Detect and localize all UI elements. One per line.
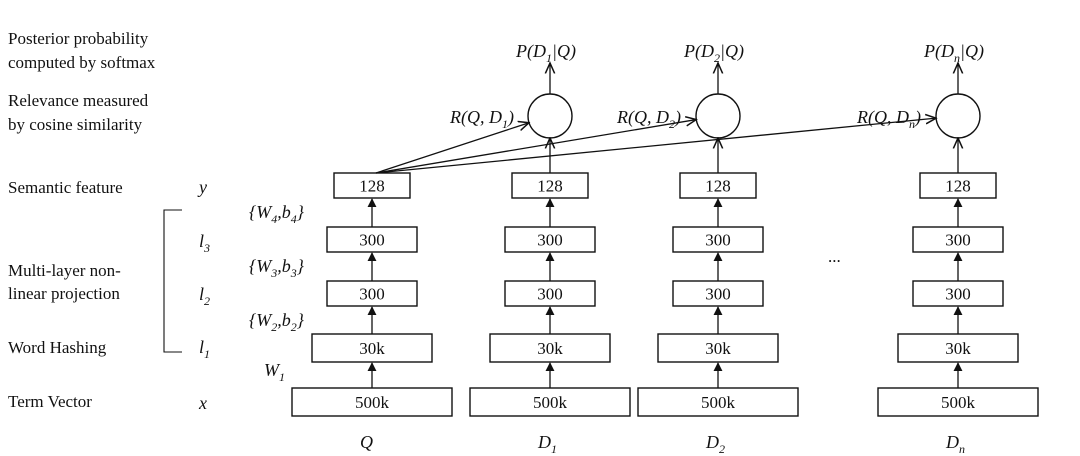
layer-box-term-q: [291, 387, 453, 417]
symbol-x: x: [198, 393, 207, 413]
layer-size-l3-d1: 300: [537, 231, 563, 250]
layer-size-l1-q: 30k: [359, 339, 385, 358]
layer-box-l2-q: [326, 280, 418, 307]
relevance-label-line1: Relevance measured: [8, 91, 149, 110]
cosine-node-d1: [527, 93, 573, 139]
weight-w3-b3: {W3,b3}: [249, 256, 305, 280]
posterior-label-d1: P(D1|Q): [515, 41, 576, 65]
query-to-cosine-dn: [375, 118, 936, 174]
layer-box-l1-q: [311, 333, 433, 363]
relevance-label-d1: R(Q, D1): [449, 107, 514, 131]
layer-box-l1-d1: [489, 333, 611, 363]
posterior-label-line2: computed by softmax: [8, 53, 156, 72]
layer-size-semantic-d2: 128: [705, 177, 731, 196]
semantic-feature-label: Semantic feature: [8, 178, 123, 197]
layer-size-l2-q: 300: [359, 285, 385, 304]
symbol-l2: l2: [199, 284, 210, 308]
layer-box-l3-dn: [912, 226, 1004, 253]
posterior-label-dn: P(Dn|Q): [923, 41, 984, 65]
column-label-d2: D2: [705, 432, 725, 456]
layer-size-l1-d2: 30k: [705, 339, 731, 358]
layer-box-l1-dn: [897, 333, 1019, 363]
layer-size-l3-d2: 300: [705, 231, 731, 250]
column-d1: 128 300 300 30k 500k: [469, 63, 631, 417]
layer-size-term-d1: 500k: [533, 393, 568, 412]
symbol-y: y: [197, 177, 207, 197]
query-to-cosine-d2: [375, 120, 696, 174]
layer-size-term-q: 500k: [355, 393, 390, 412]
column-label-dn: Dn: [945, 432, 965, 456]
column-dn: 128 300 300 30k 500k: [877, 63, 1039, 417]
layer-size-l1-dn: 30k: [945, 339, 971, 358]
layer-box-l2-dn: [912, 280, 1004, 307]
cosine-node-dn: [935, 93, 981, 139]
layer-box-l2-d1: [504, 280, 596, 307]
column-label-d1: D1: [537, 432, 557, 456]
column-label-q: Q: [360, 432, 373, 452]
layer-size-l2-d2: 300: [705, 285, 731, 304]
relevance-label-dn: R(Q, Dn): [856, 107, 921, 131]
posterior-label-line1: Posterior probability: [8, 29, 149, 48]
posterior-label-d2: P(D2|Q): [683, 41, 744, 65]
layer-size-semantic-q: 128: [359, 177, 385, 196]
cosine-node-d2: [695, 93, 741, 139]
layer-box-l3-d2: [672, 226, 764, 253]
layer-box-term-d2: [637, 387, 799, 417]
symbol-l1: l1: [199, 337, 210, 361]
column-stacks: 128 300 300 30k 500k 128 300 300 30k 500k 128 300 30…: [291, 63, 1039, 417]
layer-size-l3-dn: 300: [945, 231, 971, 250]
layer-size-l3-q: 300: [359, 231, 385, 250]
relevance-label-d2: R(Q, D2): [616, 107, 681, 131]
layer-box-l3-d1: [504, 226, 596, 253]
layer-box-term-dn: [877, 387, 1039, 417]
query-to-cosine-d1: [375, 123, 529, 174]
layer-bracket: [163, 209, 182, 353]
ellipsis: ...: [828, 247, 841, 266]
weight-w4-b4: {W4,b4}: [249, 202, 305, 226]
layer-size-semantic-d1: 128: [537, 177, 563, 196]
weight-w2-b2: {W2,b2}: [249, 310, 305, 334]
layer-box-l1-d2: [657, 333, 779, 363]
layer-size-term-dn: 500k: [941, 393, 976, 412]
column-q: 128 300 300 30k 500k: [291, 172, 453, 417]
word-hashing-label: Word Hashing: [8, 338, 107, 357]
layer-size-l1-d1: 30k: [537, 339, 563, 358]
term-vector-label: Term Vector: [8, 392, 92, 411]
relevance-label-line2: by cosine similarity: [8, 115, 143, 134]
multilayer-label-line1: Multi-layer non-: [8, 261, 121, 280]
weight-w1: W1: [264, 360, 285, 384]
column-d2: 128 300 300 30k 500k: [637, 63, 799, 417]
layer-size-l2-d1: 300: [537, 285, 563, 304]
layer-box-semantic-q: [333, 172, 411, 199]
layer-size-term-d2: 500k: [701, 393, 736, 412]
layer-size-l2-dn: 300: [945, 285, 971, 304]
layer-size-semantic-dn: 128: [945, 177, 971, 196]
multilayer-label-line2: linear projection: [8, 284, 120, 303]
symbol-l3: l3: [199, 231, 210, 255]
